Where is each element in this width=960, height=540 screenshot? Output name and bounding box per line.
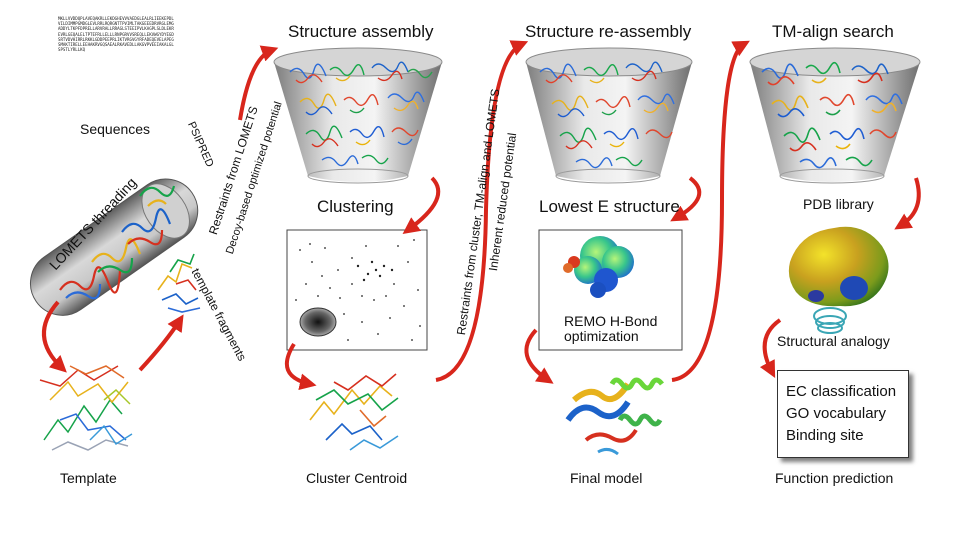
arrow-template-to-fragments xyxy=(140,320,180,370)
remo-label-line2: optimization xyxy=(564,328,639,344)
template-structure xyxy=(40,366,132,450)
function-prediction-box: EC classification GO vocabulary Binding … xyxy=(777,370,909,458)
template-label: Template xyxy=(60,470,117,486)
cluster-centroid-structure xyxy=(310,374,398,450)
structure-assembly-title: Structure assembly xyxy=(288,22,434,42)
ec-classification-text: EC classification xyxy=(786,383,896,400)
tm-align-search-title: TM-align search xyxy=(772,22,894,42)
arrow-library-to-analogy xyxy=(900,178,919,226)
remo-label-line1: REMO H-Bond xyxy=(564,313,657,329)
dominant-cluster xyxy=(300,308,336,336)
function-prediction-label: Function prediction xyxy=(775,470,893,486)
structure-reassembly-title: Structure re-assembly xyxy=(525,22,691,42)
sequences-label: Sequences xyxy=(80,121,150,137)
sequence-text: MKLLVVDDQPLAVEQAKRLLEKDGHEVVVAEDGLEALRLI… xyxy=(58,16,176,52)
go-vocabulary-text: GO vocabulary xyxy=(786,405,886,422)
structural-analogy-surface xyxy=(789,227,889,333)
arrow-assembly-to-clustering xyxy=(408,178,438,230)
final-model-label: Final model xyxy=(570,470,642,486)
binding-site-text: Binding site xyxy=(786,427,864,444)
cluster-centroid-label: Cluster Centroid xyxy=(306,470,407,486)
pdb-library-label: PDB library xyxy=(803,196,874,212)
structural-analogy-label: Structural analogy xyxy=(777,333,890,349)
clustering-plot xyxy=(287,230,427,350)
final-model-structure xyxy=(568,380,662,454)
lowest-e-structure-label: Lowest E structure xyxy=(539,197,680,217)
clustering-label: Clustering xyxy=(317,197,394,217)
